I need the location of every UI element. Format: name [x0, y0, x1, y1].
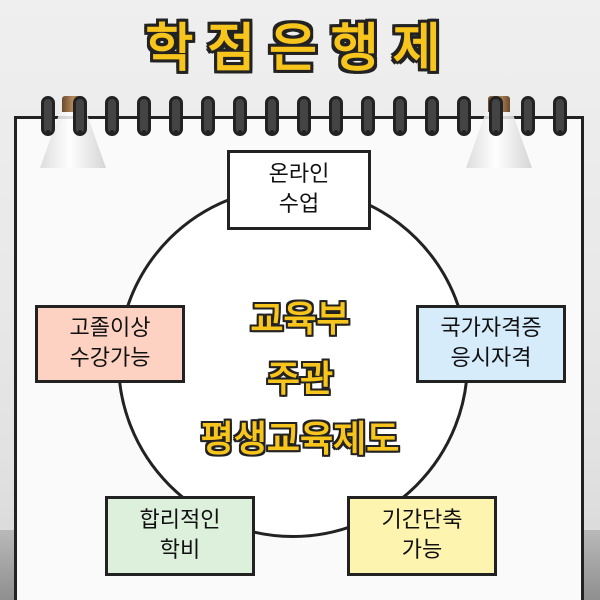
- center-label: 교육부 주관 평생교육제도: [150, 290, 450, 470]
- binder-ring: [233, 96, 247, 136]
- binder-ring: [137, 96, 151, 136]
- binder-ring: [329, 96, 343, 136]
- box-certificate-eligibility: 국가자격증 응시자격: [416, 305, 566, 383]
- binder-ring: [41, 96, 55, 136]
- binder-ring: [553, 96, 567, 136]
- binder-ring: [73, 96, 87, 136]
- box-line: 합리적인: [139, 508, 221, 533]
- binder-ring: [457, 96, 471, 136]
- box-line: 가능: [401, 538, 443, 563]
- page-title: 학점은행제: [145, 19, 455, 79]
- box-line: 수업: [278, 192, 320, 217]
- binder-ring: [425, 96, 439, 136]
- center-line-2: 주관: [266, 359, 334, 400]
- binder-ring: [105, 96, 119, 136]
- box-reasonable-tuition: 합리적인 학비: [105, 496, 255, 576]
- binder-ring: [521, 96, 535, 136]
- binder-ring: [265, 96, 279, 136]
- center-line-3: 평생교육제도: [200, 419, 400, 460]
- binder-ring: [361, 96, 375, 136]
- center-line-1: 교육부: [250, 299, 350, 340]
- binder-ring: [201, 96, 215, 136]
- box-line: 기간단축: [381, 508, 463, 533]
- box-line: 수강가능: [69, 346, 151, 371]
- binder-ring: [169, 96, 183, 136]
- binder-ring: [489, 96, 503, 136]
- box-line: 고졸이상: [69, 316, 151, 341]
- box-shortened-period: 기간단축 가능: [347, 496, 497, 576]
- binder-ring: [393, 96, 407, 136]
- box-highschool-eligible: 고졸이상 수강가능: [35, 305, 185, 383]
- box-online-class: 온라인 수업: [227, 150, 371, 230]
- binder-ring: [297, 96, 311, 136]
- box-line: 응시자격: [450, 346, 532, 371]
- box-line: 학비: [159, 538, 201, 563]
- box-line: 국가자격증: [440, 316, 542, 341]
- box-line: 온라인: [268, 162, 330, 187]
